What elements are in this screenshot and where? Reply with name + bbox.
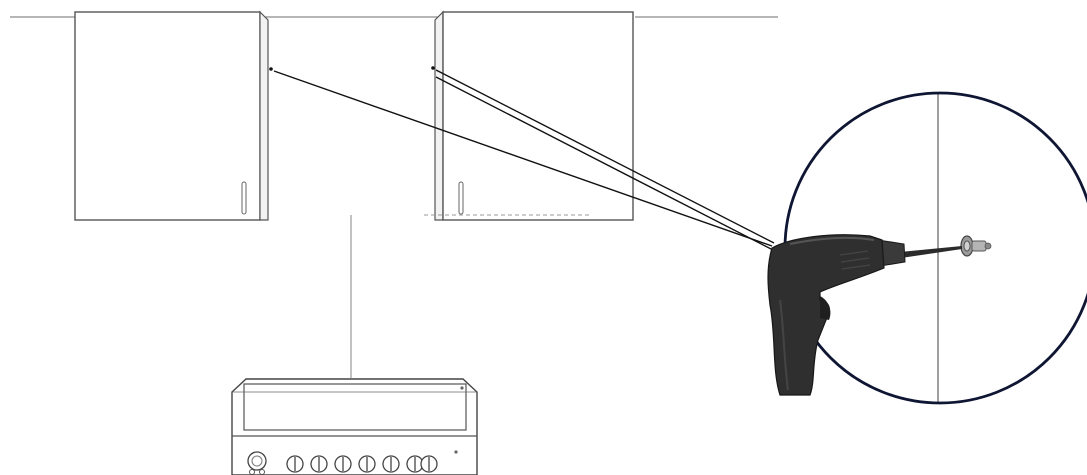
cabinet-handle [458,181,464,215]
left-wall-cabinet [74,10,273,221]
mounting-hole [431,66,435,70]
mounting-hole [269,67,273,71]
screw-icon [960,235,992,257]
cooker [231,378,478,475]
right-wall-cabinet [424,10,634,221]
leader-lines [273,69,775,251]
cabinet-handle [241,181,247,215]
power-drill-icon [767,234,962,396]
cooker-dial [247,451,267,471]
